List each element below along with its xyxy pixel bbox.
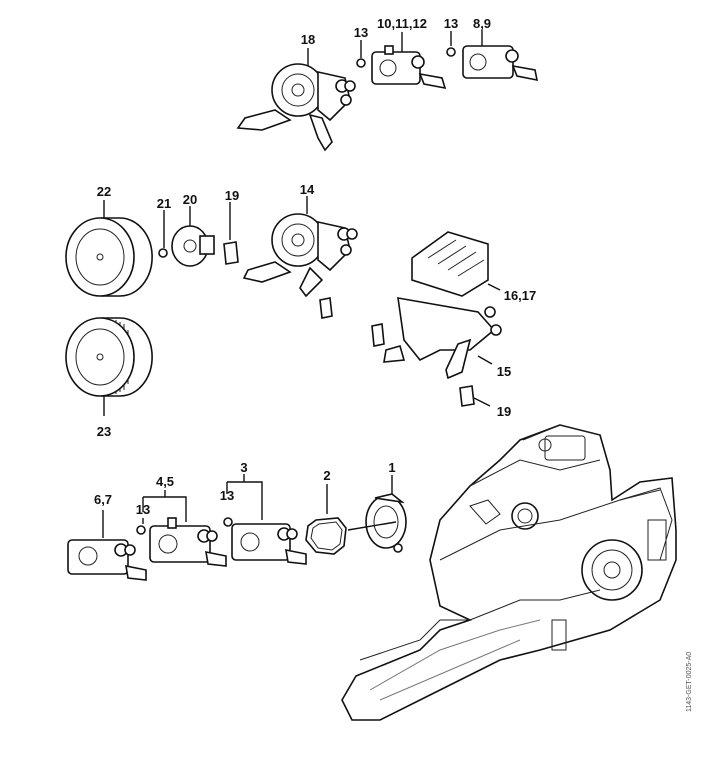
part-13-o-ring[interactable] bbox=[136, 518, 146, 535]
part-19-annular-buffer[interactable] bbox=[223, 202, 239, 265]
part-1-intake-manifold[interactable] bbox=[347, 475, 407, 553]
part-18-carburetor-housing[interactable] bbox=[236, 48, 356, 152]
part-22-air-filter[interactable] bbox=[65, 200, 153, 297]
callout-19: 19 bbox=[224, 188, 240, 203]
callout-15: 15 bbox=[496, 364, 512, 379]
callout-8-9: 8,9 bbox=[472, 16, 492, 31]
part-10-11-12-carburetor[interactable] bbox=[371, 32, 447, 90]
document-id: 1143-GET-0025-A0 bbox=[686, 651, 693, 712]
callout-22: 22 bbox=[96, 184, 112, 199]
part-4-5-carburetor[interactable] bbox=[142, 490, 227, 567]
callout-16-17: 16,17 bbox=[503, 288, 537, 303]
callout-18: 18 bbox=[300, 32, 316, 47]
callout-13: 13 bbox=[443, 16, 459, 31]
callout-19: 19 bbox=[496, 404, 512, 419]
callout-13: 13 bbox=[353, 25, 369, 40]
part-13-o-ring[interactable] bbox=[223, 517, 233, 527]
callout-21: 21 bbox=[156, 196, 172, 211]
callout-23: 23 bbox=[96, 424, 112, 439]
part-13-o-ring[interactable] bbox=[446, 31, 456, 57]
part-13-o-ring[interactable] bbox=[356, 40, 366, 68]
part-19-annular-buffer[interactable] bbox=[459, 385, 491, 407]
part-8-9-carburetor[interactable] bbox=[462, 30, 539, 82]
callout-13: 13 bbox=[219, 488, 235, 503]
part-14-carburetor-housing[interactable] bbox=[242, 196, 358, 319]
part-2-gasket[interactable] bbox=[305, 484, 347, 555]
part-3-carburetor[interactable] bbox=[226, 474, 307, 565]
part-6-7-carburetor[interactable] bbox=[67, 510, 147, 581]
callout-14: 14 bbox=[299, 182, 315, 197]
part-20-filter-base[interactable] bbox=[171, 206, 215, 267]
callout-1: 1 bbox=[388, 460, 396, 475]
callout-3: 3 bbox=[240, 460, 248, 475]
callout-13: 13 bbox=[135, 502, 151, 517]
chainsaw-powerhead bbox=[341, 424, 677, 721]
part-21-nut[interactable] bbox=[158, 210, 168, 258]
callout-4-5: 4,5 bbox=[155, 474, 175, 489]
part-23-air-filter[interactable] bbox=[65, 317, 153, 416]
callout-6-7: 6,7 bbox=[93, 492, 113, 507]
part-15-air-filter-housing[interactable] bbox=[371, 297, 502, 380]
callout-10-11-12: 10,11,12 bbox=[377, 16, 427, 31]
callout-20: 20 bbox=[182, 192, 198, 207]
callout-2: 2 bbox=[323, 468, 331, 483]
part-16-17-filter-cover[interactable] bbox=[411, 231, 501, 297]
